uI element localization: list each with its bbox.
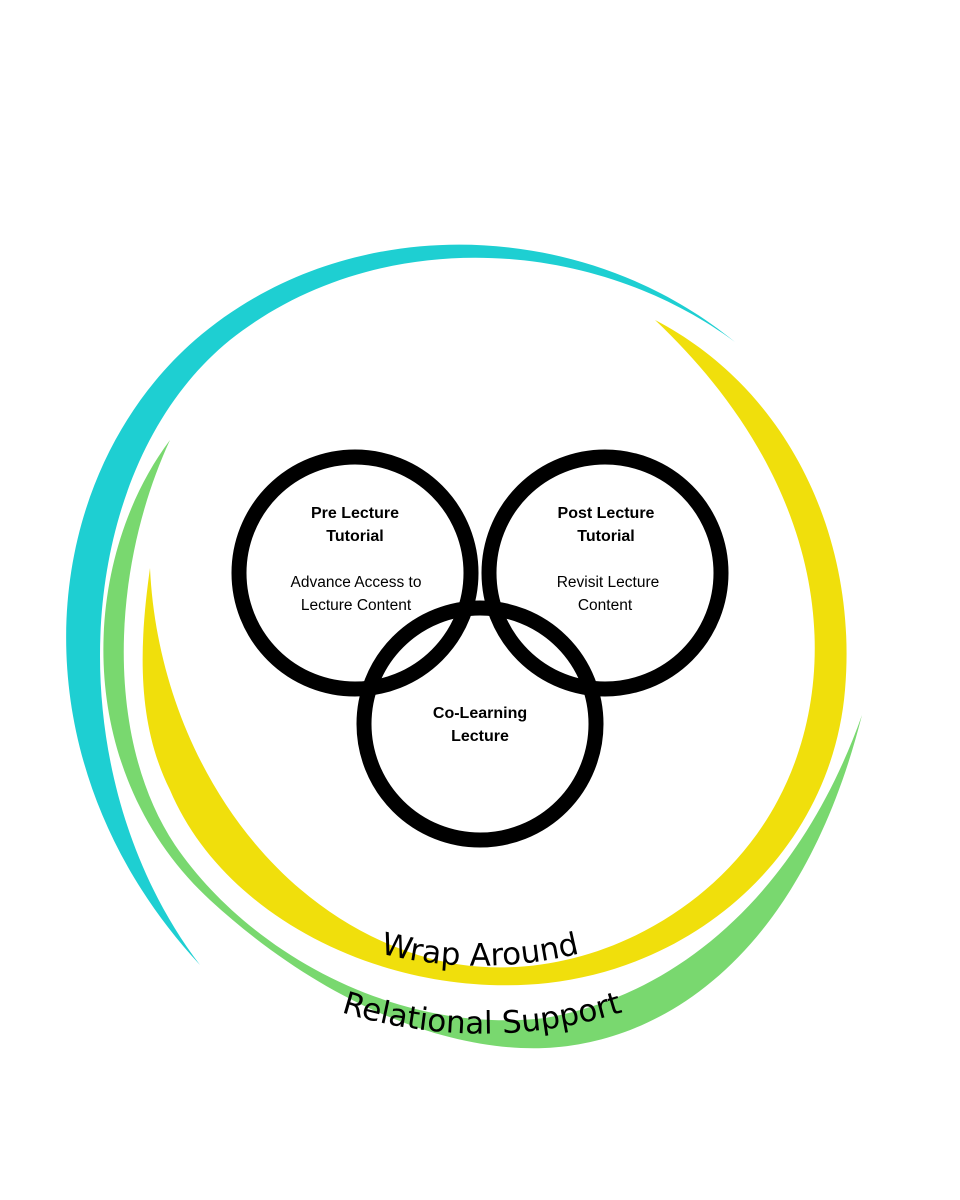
wrap-around-label: Wrap Around (378, 926, 581, 974)
co-learning-title-line1: Co-Learning (433, 705, 527, 722)
post-lecture-title-line1: Post Lecture (558, 505, 655, 522)
post-lecture-desc-line2: Content (578, 597, 633, 614)
middle-yellow-swoosh (142, 320, 847, 986)
pre-lecture-title-line2: Tutorial (326, 528, 383, 545)
co-learning-ring (356, 600, 604, 848)
pre-lecture-desc-line1: Advance Access to (291, 574, 422, 591)
pre-lecture-desc-line2: Lecture Content (301, 597, 412, 614)
post-lecture-desc-line1: Revisit Lecture (557, 574, 660, 591)
pre-lecture-title-line1: Pre Lecture (311, 505, 399, 522)
wrap-around-label-text: Wrap Around (378, 926, 581, 974)
pre-lecture-ring (231, 449, 479, 697)
post-lecture-ring (481, 449, 729, 697)
co-learning-title-line2: Lecture (451, 728, 509, 745)
post-lecture-title-line2: Tutorial (577, 528, 634, 545)
